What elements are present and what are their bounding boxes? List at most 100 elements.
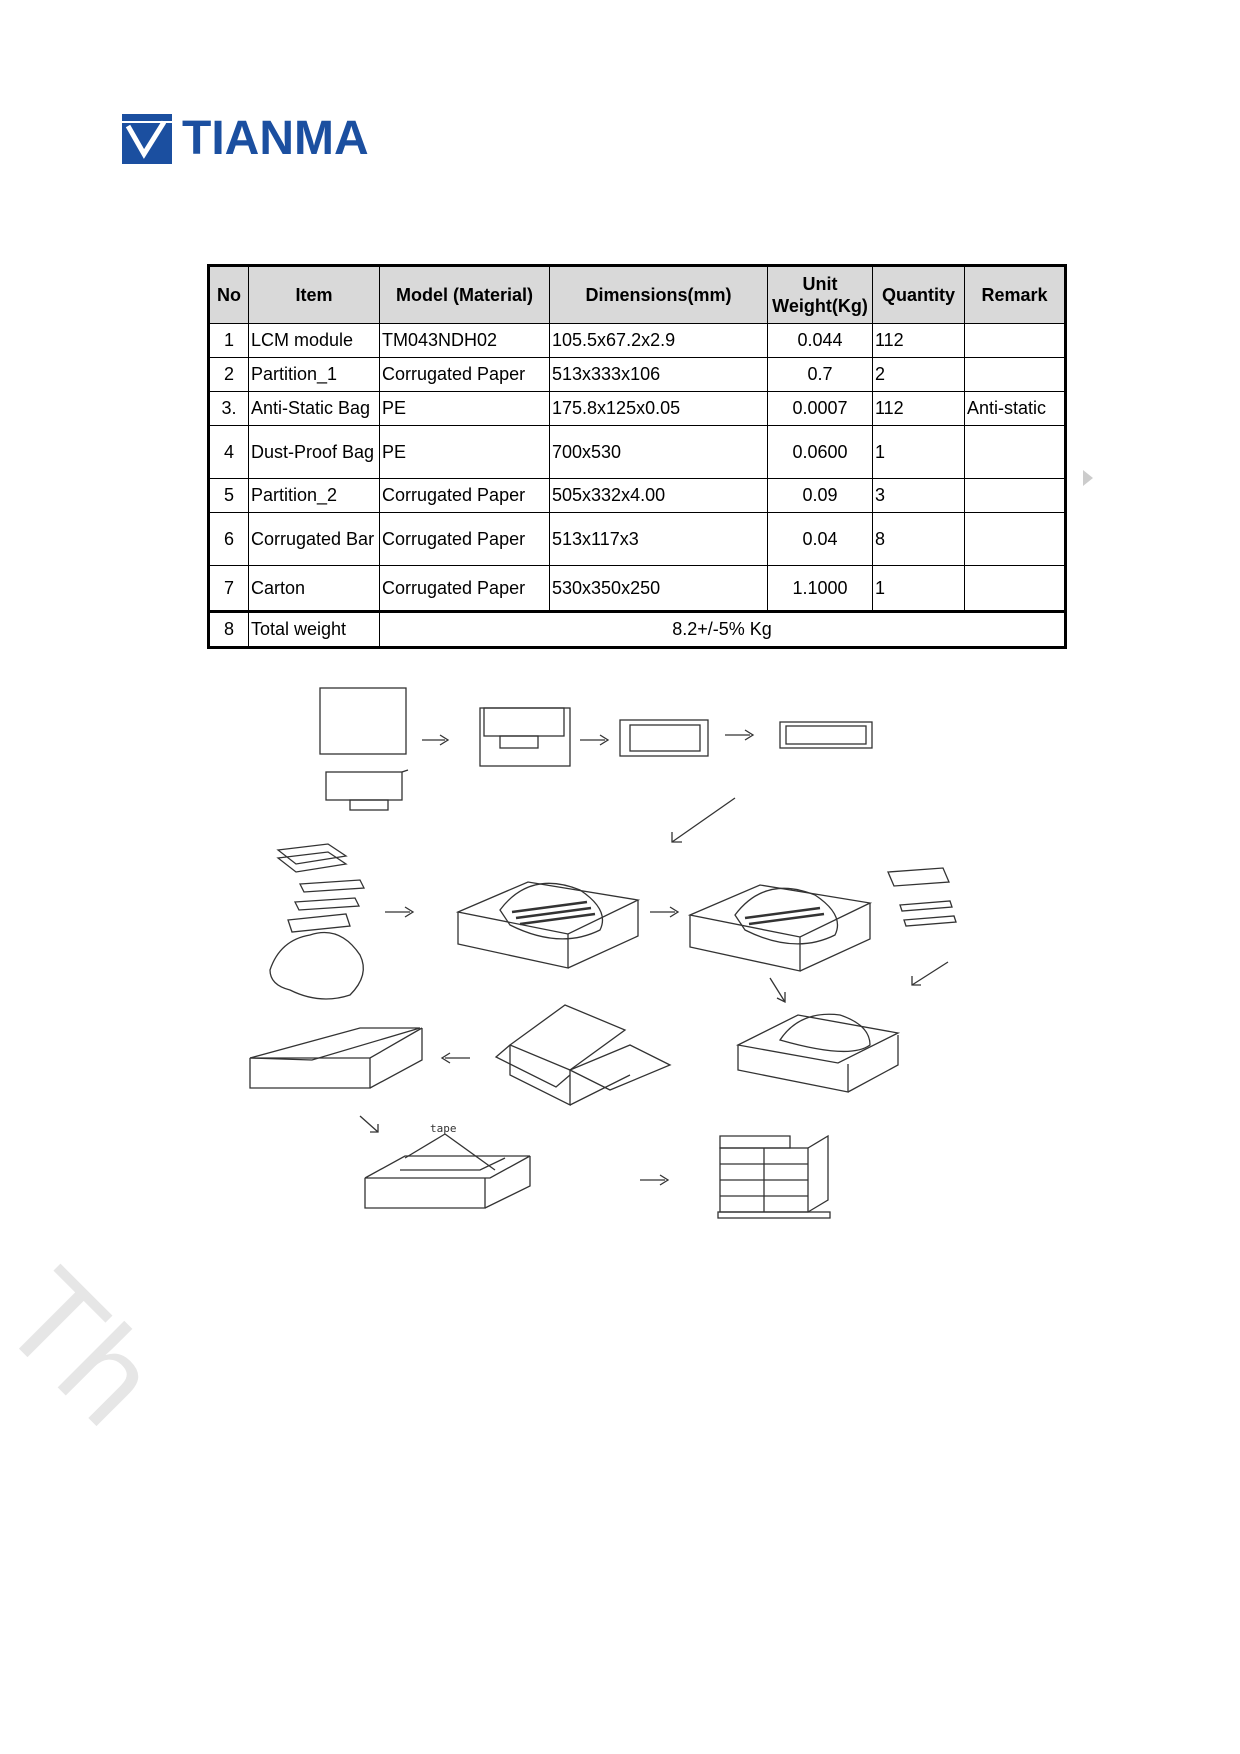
table-row: 1 LCM module TM043NDH02 105.5x67.2x2.9 0… — [208, 323, 1066, 358]
packed-module-drawing — [779, 721, 873, 749]
brand-name: TIANMA — [182, 112, 369, 165]
cell-remark — [964, 425, 1066, 479]
cell-item: Partition_1 — [248, 357, 380, 392]
cell-model: PE — [379, 425, 550, 479]
cell-no: 2 — [208, 357, 249, 392]
header-quantity: Quantity — [872, 265, 965, 324]
cell-weight: 0.0600 — [767, 425, 873, 479]
cell-weight: 0.0007 — [767, 391, 873, 426]
table-row: 4 Dust-Proof Bag PE 700x530 0.0600 1 — [208, 425, 1066, 479]
cell-quantity: 1 — [872, 425, 965, 479]
table-header-row: No Item Model (Material) Dimensions(mm) … — [208, 265, 1066, 324]
packing-table: No Item Model (Material) Dimensions(mm) … — [207, 264, 1067, 649]
materials-stack-drawing — [269, 843, 366, 1000]
arrow-icon — [385, 906, 415, 918]
cell-dimensions: 105.5x67.2x2.9 — [549, 323, 768, 358]
cell-item: Anti-Static Bag — [248, 391, 380, 426]
table-row: 3. Anti-Static Bag PE 175.8x125x0.05 0.0… — [208, 391, 1066, 426]
header-model: Model (Material) — [379, 265, 550, 324]
header-weight-line1: Unit — [802, 274, 838, 294]
page-marker-icon — [1083, 470, 1093, 486]
cell-quantity: 3 — [872, 478, 965, 513]
cell-remark — [964, 323, 1066, 358]
cell-model: TM043NDH02 — [379, 323, 550, 358]
cell-remark — [964, 512, 1066, 566]
arrow-icon — [580, 734, 610, 746]
arrow-icon — [640, 1174, 670, 1186]
table-row: 7 Carton Corrugated Paper 530x350x250 1.… — [208, 565, 1066, 612]
cell-quantity: 112 — [872, 323, 965, 358]
cell-dimensions: 175.8x125x0.05 — [549, 391, 768, 426]
cell-quantity: 8 — [872, 512, 965, 566]
cell-item: Carton — [248, 565, 380, 612]
table-total-row: 8 Total weight 8.2+/-5% Kg — [208, 611, 1066, 648]
cell-quantity: 2 — [872, 357, 965, 392]
cell-dimensions: 513x117x3 — [549, 512, 768, 566]
tianma-logo-icon — [122, 114, 172, 164]
cell-no: 4 — [208, 425, 249, 479]
header-remark: Remark — [964, 265, 1066, 324]
cell-dimensions: 505x332x4.00 — [549, 478, 768, 513]
arrow-icon — [911, 961, 949, 986]
cell-weight: 0.7 — [767, 357, 873, 392]
header-weight-line2: Weight(Kg) — [772, 296, 868, 316]
cell-no: 3. — [208, 391, 249, 426]
cell-quantity: 1 — [872, 565, 965, 612]
carton-partition-drawing — [687, 884, 873, 972]
arrow-icon — [725, 729, 755, 741]
sealed-bag-drawing — [619, 719, 709, 757]
cell-item: Partition_2 — [248, 478, 380, 513]
anti-static-bag-drawing — [319, 687, 409, 811]
arrow-icon — [671, 797, 736, 843]
cell-weight: 0.09 — [767, 478, 873, 513]
total-weight-value: 8.2+/-5% Kg — [379, 611, 1066, 648]
cell-no: 1 — [208, 323, 249, 358]
carton-top-partition-drawing — [735, 1013, 901, 1093]
table-row: 2 Partition_1 Corrugated Paper 513x333x1… — [208, 357, 1066, 392]
cell-quantity: 112 — [872, 391, 965, 426]
cell-remark — [964, 357, 1066, 392]
header-item: Item — [248, 265, 380, 324]
cell-weight: 0.04 — [767, 512, 873, 566]
table-row: 6 Corrugated Bar Corrugated Paper 513x11… — [208, 512, 1066, 566]
taped-carton-drawing — [364, 1133, 531, 1209]
cell-item: Corrugated Bar — [248, 512, 380, 566]
carton-with-bag-drawing — [455, 881, 641, 969]
arrow-icon — [440, 1052, 470, 1064]
total-weight-label: Total weight — [248, 611, 380, 648]
cell-model: PE — [379, 391, 550, 426]
cell-no: 7 — [208, 565, 249, 612]
cell-model: Corrugated Paper — [379, 565, 550, 612]
cell-model: Corrugated Paper — [379, 357, 550, 392]
cell-no: 8 — [208, 611, 249, 648]
cell-remark — [964, 478, 1066, 513]
cell-item: Dust-Proof Bag — [248, 425, 380, 479]
cell-dimensions: 530x350x250 — [549, 565, 768, 612]
arrow-icon — [650, 906, 680, 918]
partitions-drawing — [887, 867, 957, 927]
cell-dimensions: 513x333x106 — [549, 357, 768, 392]
cell-remark — [964, 565, 1066, 612]
cell-weight: 0.044 — [767, 323, 873, 358]
packing-procedure-diagram: tape — [249, 687, 957, 1219]
cell-weight: 1.1000 — [767, 565, 873, 612]
header-dimensions: Dimensions(mm) — [549, 265, 768, 324]
cell-remark: Anti-static — [964, 391, 1066, 426]
arrow-icon — [359, 1115, 379, 1133]
closed-carton-drawing — [249, 1027, 423, 1089]
cell-item: LCM module — [248, 323, 380, 358]
lcm-in-bag-drawing — [479, 707, 571, 767]
tape-label: tape — [430, 1122, 457, 1135]
cell-no: 5 — [208, 478, 249, 513]
cell-model: Corrugated Paper — [379, 478, 550, 513]
cell-dimensions: 700x530 — [549, 425, 768, 479]
arrow-icon — [769, 977, 786, 1004]
table-row: 5 Partition_2 Corrugated Paper 505x332x4… — [208, 478, 1066, 513]
pallet-drawing — [717, 1134, 831, 1219]
arrow-icon — [422, 734, 450, 746]
tianma-logo: TIANMA — [122, 114, 369, 164]
header-no: No — [208, 265, 249, 324]
cell-model: Corrugated Paper — [379, 512, 550, 566]
cell-no: 6 — [208, 512, 249, 566]
